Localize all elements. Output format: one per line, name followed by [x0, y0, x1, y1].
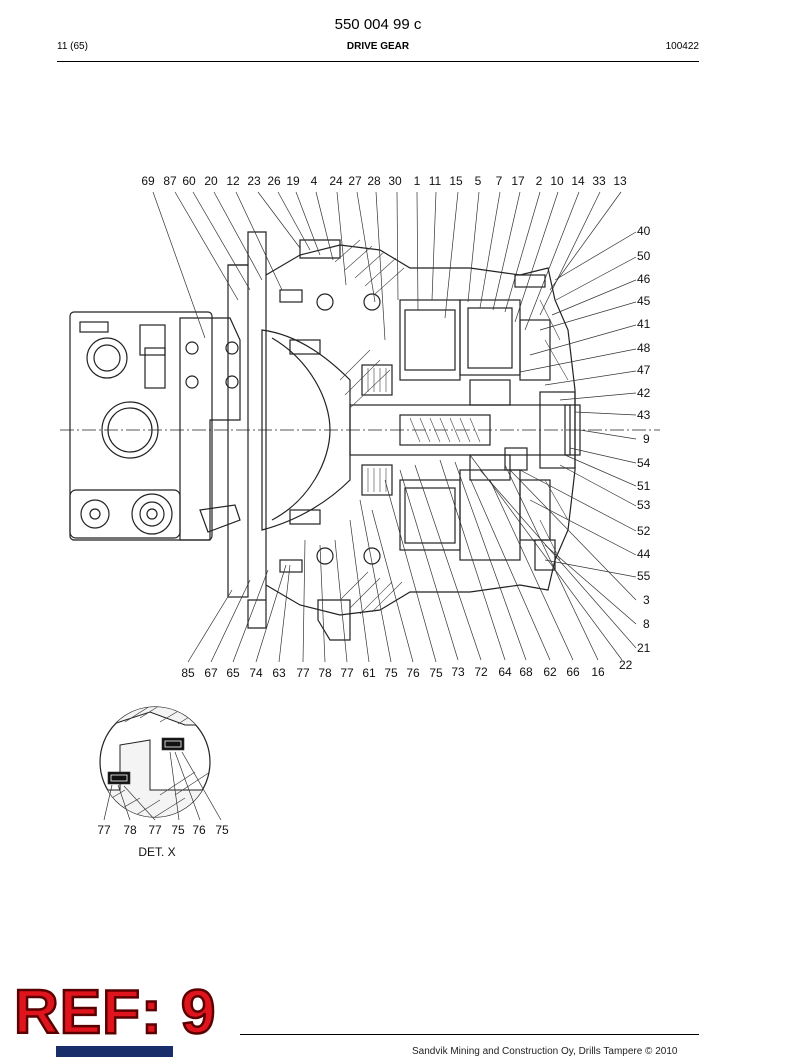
callouts-top: 69 87 60 20 12 23 26 19 4 24 27 28 30 1 … [141, 174, 627, 188]
callout-label: 62 [543, 665, 557, 679]
document-number: 550 004 99 c [334, 16, 422, 33]
callout-label: 75 [384, 666, 398, 680]
callout-label: 60 [182, 174, 196, 188]
callout-label: 14 [571, 174, 585, 188]
callout-label: 53 [637, 498, 651, 512]
page-number: 11 (65) [57, 41, 88, 52]
callout-label: 77 [296, 666, 310, 680]
callout-label: 24 [329, 174, 343, 188]
callout-label: 10 [550, 174, 564, 188]
callout-label: 26 [267, 174, 281, 188]
detail-callout: 78 [123, 823, 137, 837]
callout-label: 13 [613, 174, 627, 188]
copyright-text: Sandvik Mining and Construction Oy, Dril… [412, 1046, 678, 1057]
callout-label: 16 [591, 665, 605, 679]
callout-label: 11 [429, 174, 442, 188]
callout-label: 42 [637, 386, 651, 400]
callout-label: 76 [406, 666, 420, 680]
callout-label: 33 [592, 174, 606, 188]
callout-label: 19 [286, 174, 300, 188]
header-divider [57, 61, 699, 62]
callout-label: 3 [643, 593, 650, 607]
callout-label: 8 [643, 617, 650, 631]
callout-label: 28 [367, 174, 381, 188]
callout-label: 63 [272, 666, 286, 680]
callouts-bottom: 85 67 65 74 63 77 78 77 61 75 76 75 73 7… [181, 665, 605, 680]
detail-callout: 76 [192, 823, 206, 837]
callout-label: 27 [348, 174, 362, 188]
callout-label: 23 [247, 174, 261, 188]
callout-label: 1 [414, 174, 421, 188]
company-logo [56, 1046, 173, 1057]
callout-label: 15 [449, 174, 463, 188]
callout-label: 9 [643, 432, 650, 446]
assembly-linework [60, 231, 660, 641]
callout-label: 69 [141, 174, 155, 188]
callout-label: 7 [496, 174, 503, 188]
detail-callout: 77 [148, 823, 162, 837]
callout-label: 12 [226, 174, 240, 188]
callout-label: 30 [388, 174, 402, 188]
callout-label: 74 [249, 666, 263, 680]
callout-label: 2 [536, 174, 543, 188]
document-date: 100422 [665, 41, 699, 52]
callout-label: 47 [637, 363, 651, 377]
callout-label: 61 [362, 666, 376, 680]
callout-label: 50 [637, 249, 651, 263]
leader-lines [152, 191, 637, 663]
callout-label: 68 [519, 665, 533, 679]
callout-label: 40 [637, 224, 651, 238]
callout-label: 46 [637, 272, 651, 286]
callout-label: 66 [566, 665, 580, 679]
detail-callout: 75 [215, 823, 229, 837]
callout-label: 43 [637, 408, 651, 422]
detail-x-view: 77 78 77 75 76 75 DET. X [97, 706, 229, 859]
detail-callout: 77 [97, 823, 111, 837]
callout-label: 87 [163, 174, 177, 188]
section-hatching [334, 239, 569, 615]
detail-callout: 75 [171, 823, 185, 837]
callout-label: 21 [637, 641, 651, 655]
callout-label: 52 [637, 524, 651, 538]
callout-label: 78 [318, 666, 332, 680]
callout-label: 72 [474, 665, 488, 679]
callout-label: 51 [637, 479, 651, 493]
callout-label: 75 [429, 666, 443, 680]
callout-label: 85 [181, 666, 195, 680]
callout-label: 17 [511, 174, 525, 188]
page-title: DRIVE GEAR [346, 41, 410, 52]
callout-label: 45 [637, 294, 651, 308]
callout-label: 48 [637, 341, 651, 355]
callout-label: 4 [311, 174, 318, 188]
callout-label: 55 [637, 569, 651, 583]
callout-label: 65 [226, 666, 240, 680]
callout-label: 22 [619, 658, 633, 672]
detail-label: DET. X [138, 845, 175, 859]
callouts-right: 40 50 46 45 41 48 47 42 43 9 54 51 53 52… [619, 224, 651, 672]
footer-divider [240, 1034, 699, 1035]
callout-label: 73 [451, 665, 465, 679]
callout-label: 54 [637, 456, 651, 470]
callout-label: 77 [340, 666, 354, 680]
ref-stamp: REF: 9 [13, 978, 217, 1047]
callout-label: 64 [498, 665, 512, 679]
callout-label: 5 [475, 174, 482, 188]
callout-label: 20 [204, 174, 218, 188]
callout-label: 67 [204, 666, 218, 680]
callout-label: 41 [637, 317, 651, 331]
callout-label: 44 [637, 547, 651, 561]
